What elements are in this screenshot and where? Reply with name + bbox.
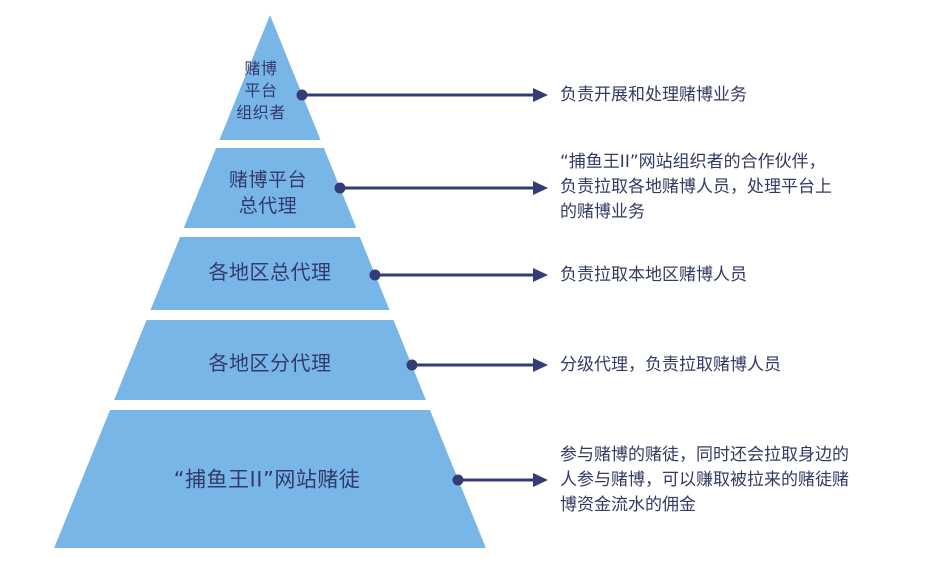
arrow-2-head-icon: [533, 181, 548, 195]
tier-2-description: “捕鱼王II”网站组织者的合作伙伴， 负责拉取各地赌博人员，处理平台上 的赌博业…: [560, 152, 832, 222]
tier-3-description: 负责拉取本地区赌博人员: [560, 265, 747, 285]
pyramid-tier-3-label: 各地区总代理: [208, 260, 332, 284]
pyramid-tier-4-label: 各地区分代理: [208, 351, 332, 375]
arrow-3-head-icon: [533, 268, 548, 282]
pyramid-tier-1-shape: [219, 15, 321, 140]
pyramid-tier-2-label: 赌博平台 总代理: [228, 169, 308, 217]
pyramid-tier-2-shape: [183, 148, 357, 228]
tier-4-description: 分级代理，负责拉取赌博人员: [560, 355, 781, 375]
arrow-5-head-icon: [533, 473, 548, 487]
tier-5-description: 参与赌博的赌徒，同时还会拉取身边的 人参与赌博，可以赚取被拉来的赌徒赌 博资金流…: [560, 445, 849, 515]
arrow-4-head-icon: [533, 358, 548, 372]
arrow-1-head-icon: [533, 88, 548, 102]
tier-1-description: 负责开展和处理赌博业务: [560, 85, 747, 105]
pyramid-tier-5-shape: [54, 410, 486, 548]
pyramid-tier-1-label: 赌博 平台 组织者: [236, 59, 286, 122]
pyramid-tier-5-label: “捕鱼王II”网站赌徒: [173, 467, 361, 492]
pyramid-tier-4-shape: [114, 320, 426, 400]
pyramid-tier-3-shape: [150, 237, 390, 310]
